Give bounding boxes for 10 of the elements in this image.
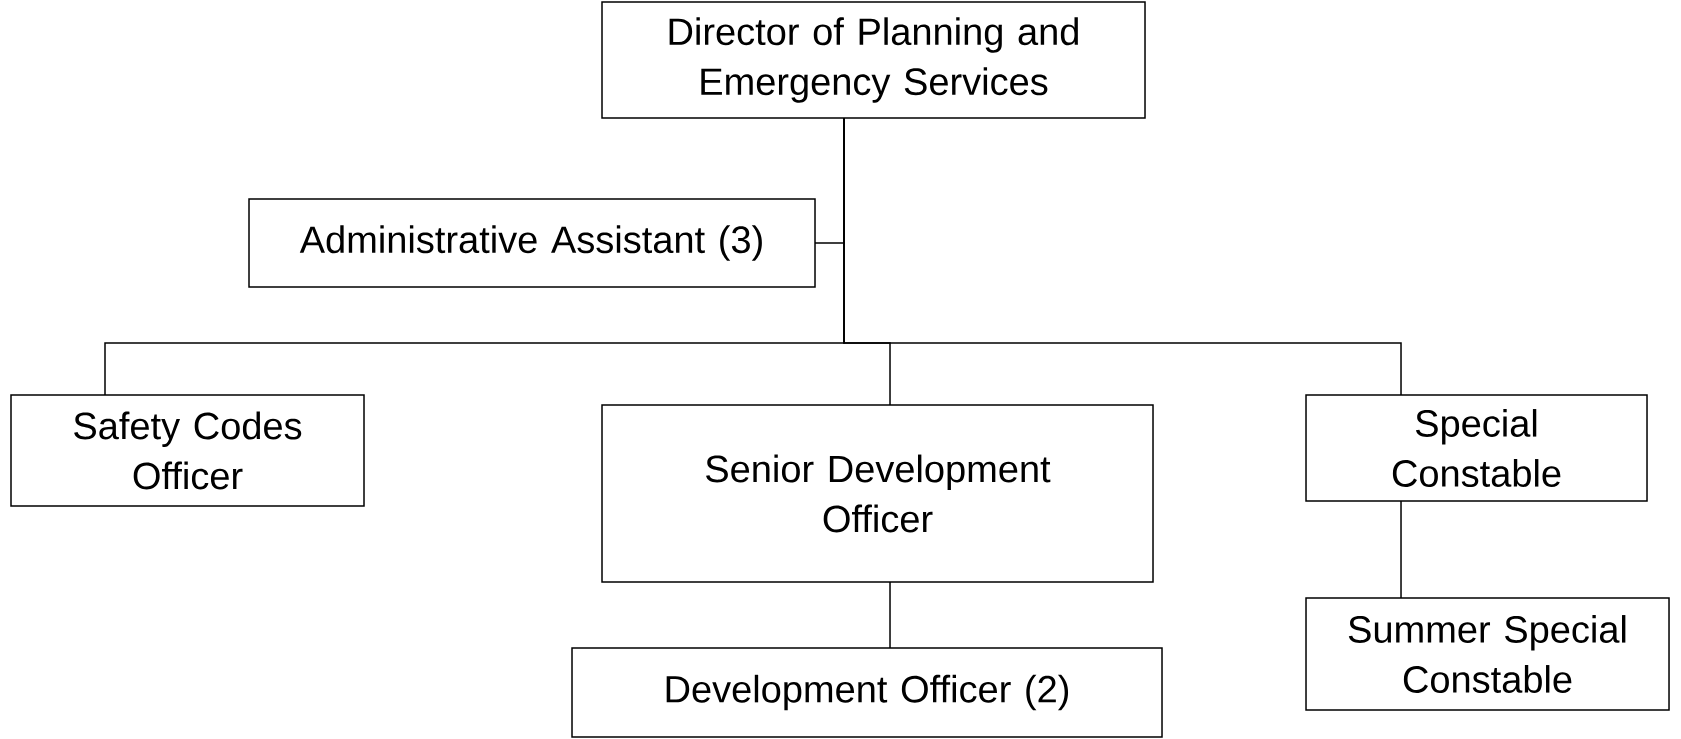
connector-line: [843, 117, 1402, 396]
position-box: Development Officer (2): [571, 647, 1163, 738]
position-box: Safety Codes Officer: [10, 394, 365, 507]
position-box: Administrative Assistant (3): [248, 198, 816, 288]
connector-line: [1400, 500, 1402, 599]
position-box: Director of Planning and Emergency Services: [601, 1, 1146, 119]
position-box: Senior Development Officer: [601, 404, 1154, 583]
position-box: Summer Special Constable: [1305, 597, 1670, 711]
position-box: Special Constable: [1305, 394, 1648, 502]
connector-line: [889, 581, 891, 649]
